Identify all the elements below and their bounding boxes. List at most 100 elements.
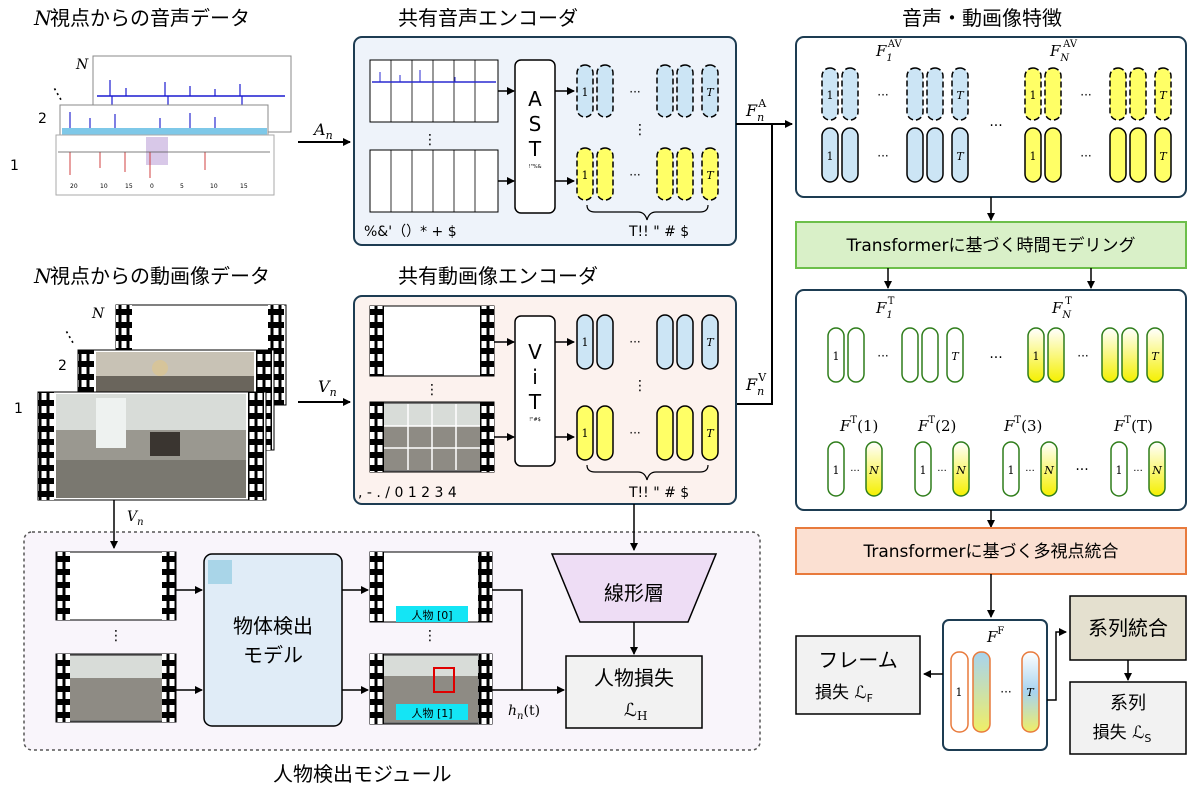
av-token-t-b: T [956,150,965,163]
video-encoder-vdots: ⋮ [425,382,439,398]
person-loss-symbol: ℒH [624,700,647,723]
av-token-1-c: 1 [1030,89,1037,102]
audio-token-vdots: ⋮ [633,122,647,138]
temporal-f1: F1T [875,296,895,321]
linear-layer-label: 線形層 [604,581,664,605]
person-module-vdots-left: ⋮ [109,628,123,644]
audio-token-dots-bot: ··· [629,168,640,182]
video-token-dots-top: ··· [629,335,640,349]
frame-loss-label-2: 損失 ℒF [815,683,873,705]
av-token-1-b: 1 [827,150,834,163]
fusion-token-t: T [1026,686,1035,699]
gt-token-n: N [1151,464,1162,477]
g1-token-n: N [868,464,879,477]
temporal-output-panel: F1T FNT 1 T 1 T ··· ··· ··· FT(1) FT(2) … [795,289,1187,511]
audio-waveform-stack: N ⋮ 2 1 20 10 15 0 5 10 15 [10,55,292,196]
temporal-token-1-a: 1 [833,350,840,363]
vit-letter-i: i [532,365,538,389]
fusion-token-1: 1 [956,686,963,699]
audio-view-dots: ⋮ [46,81,69,105]
audio-tick-6: 15 [240,183,248,190]
av-token-t-a: T [956,89,965,102]
sequence-loss-box [1069,681,1187,755]
video-token-1-bot: 1 [582,427,589,440]
av-fn: FNAV [1049,39,1078,64]
video-film-stack: N ⋮ 2 1 [14,304,287,501]
person-tag-1: 人物 [1] [411,706,452,720]
vit-block [514,315,556,467]
group-label-2: FT(2) [917,415,956,435]
audio-token-dots-top: ··· [629,85,640,99]
fusion-dots: ··· [1000,685,1011,699]
signal-v-n: Vn [318,377,337,399]
linear-layer [550,553,718,623]
detector-label-1: 物体検出 [233,614,313,638]
video-brace-label: T!! " # $ [628,485,689,501]
video-encoder-title: 共有動画像エンコーダ [398,264,598,288]
video-token-vdots: ⋮ [633,378,647,394]
person-loss-box [565,655,703,729]
temporal-dots-a: ··· [877,349,888,363]
fusion-f: FF [986,626,1004,646]
g1-token-1: 1 [833,464,840,477]
object-detector-box [203,553,343,727]
audio-tick-0: 20 [70,183,78,190]
vit-letter-v: V [528,340,542,364]
av-token-1-a: 1 [827,89,834,102]
temporal-token-t-a: T [951,350,960,363]
vit-sub: !"#$ [529,417,541,423]
video-feature-connector [736,124,773,405]
video-view-2: 2 [58,358,67,374]
av-dots-1: ··· [877,88,888,102]
temporal-dots-mid: ··· [989,350,1002,366]
audio-tick-2: 15 [125,183,133,190]
person-module-vdots-right: ⋮ [423,628,437,644]
g3-dots: ··· [1025,466,1035,477]
temporal-token-t-b: T [1151,350,1160,363]
person-tag-0: 人物 [0] [411,608,452,622]
video-encoder-footer: , - . / 0 1 2 3 4 [358,485,457,501]
audio-encoder-footer: %&'（）* + $ [364,224,457,240]
frame-loss-label-1: フレーム [818,648,897,672]
audio-token-t-top: T [706,86,715,99]
audio-token-1-top: 1 [582,86,589,99]
audio-encoder-panel: ⋮ A S T !"%& 1 T ··· ⋮ 1 T ··· %&'（）* + … [353,36,737,246]
audio-tick-3: 0 [150,183,154,190]
audio-view-n: N [75,57,89,73]
signal-v-n-2: Vn [127,509,144,528]
video-token-1-top: 1 [582,336,589,349]
ast-letter-t: T [528,137,542,161]
audio-token-1-bot: 1 [582,169,589,182]
audio-view-2: 2 [38,111,47,127]
audio-brace-label: T!! " # $ [628,224,689,240]
audio-tick-1: 10 [100,183,108,190]
detector-label-2: モデル [243,643,303,667]
video-token-t-bot: T [706,427,715,440]
audio-tick-5: 10 [210,183,218,190]
audio-data-n: N [33,6,53,30]
audio-token-t-bot: T [706,169,715,182]
av-token-t-c: T [1159,89,1168,102]
g2-token-1: 1 [920,464,927,477]
av-dots-2: ··· [877,149,888,163]
signal-a-n: An [312,120,333,142]
group-label-1: FT(1) [839,415,878,435]
av-dots-4: ··· [1080,149,1091,163]
audio-encoder-title: 共有音声エンコーダ [398,6,578,30]
video-data-title: 視点からの動画像データ [50,264,270,288]
signal-f-a: FnA [745,97,767,124]
sequence-merge-label: 系列統合 [1088,616,1168,640]
group-label-t: FT(T) [1113,415,1153,435]
sequence-loss-label-1: 系列 [1110,693,1146,714]
audio-view-1: 1 [10,158,19,174]
vit-letter-t: T [528,390,542,414]
video-data-n: N [33,264,53,288]
temporal-fn: FNT [1051,296,1072,321]
ast-letter-s: S [529,112,542,136]
av-feature-panel: F1AV FNAV 1 T 1 T 1 T 1 T ··· ··· ··· ··… [795,36,1187,198]
ast-letter-a: A [528,87,542,111]
fusion-output-panel: FF 1 T ··· [942,619,1048,751]
video-token-t-top: T [706,336,715,349]
av-token-1-d: 1 [1030,150,1037,163]
